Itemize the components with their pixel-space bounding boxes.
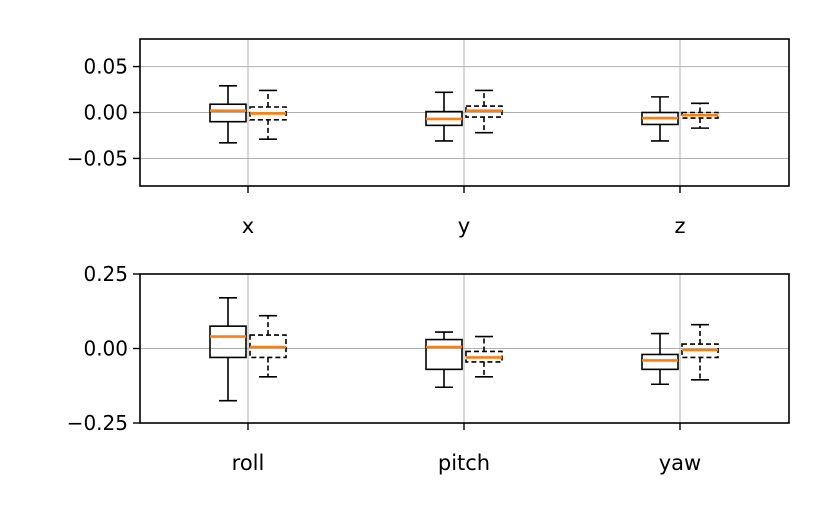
x-tick-label: roll xyxy=(232,451,265,475)
panel-rotation: 0.25 0.00 −0.25 roll pitch yaw xyxy=(67,262,790,475)
box-iqr xyxy=(209,325,247,359)
x-tick-label: yaw xyxy=(659,451,701,475)
y-tick-label: −0.05 xyxy=(67,146,128,170)
y-tick-label: 0.25 xyxy=(83,262,128,286)
x-tick-label: y xyxy=(458,214,470,238)
box-iqr xyxy=(641,353,679,371)
y-tick-label: 0.05 xyxy=(83,55,128,79)
box-iqr xyxy=(209,103,247,123)
y-tick-label: 0.00 xyxy=(83,101,128,125)
x-tick-label: pitch xyxy=(438,451,490,475)
panel-translation: 0.05 0.00 −0.05 x y z xyxy=(67,38,790,238)
box-iqr xyxy=(425,338,463,371)
x-tick-label: x xyxy=(242,214,254,238)
x-tick-label: z xyxy=(674,214,685,238)
y-tick-label: −0.25 xyxy=(67,411,128,435)
y-tick-label: 0.00 xyxy=(83,337,128,361)
